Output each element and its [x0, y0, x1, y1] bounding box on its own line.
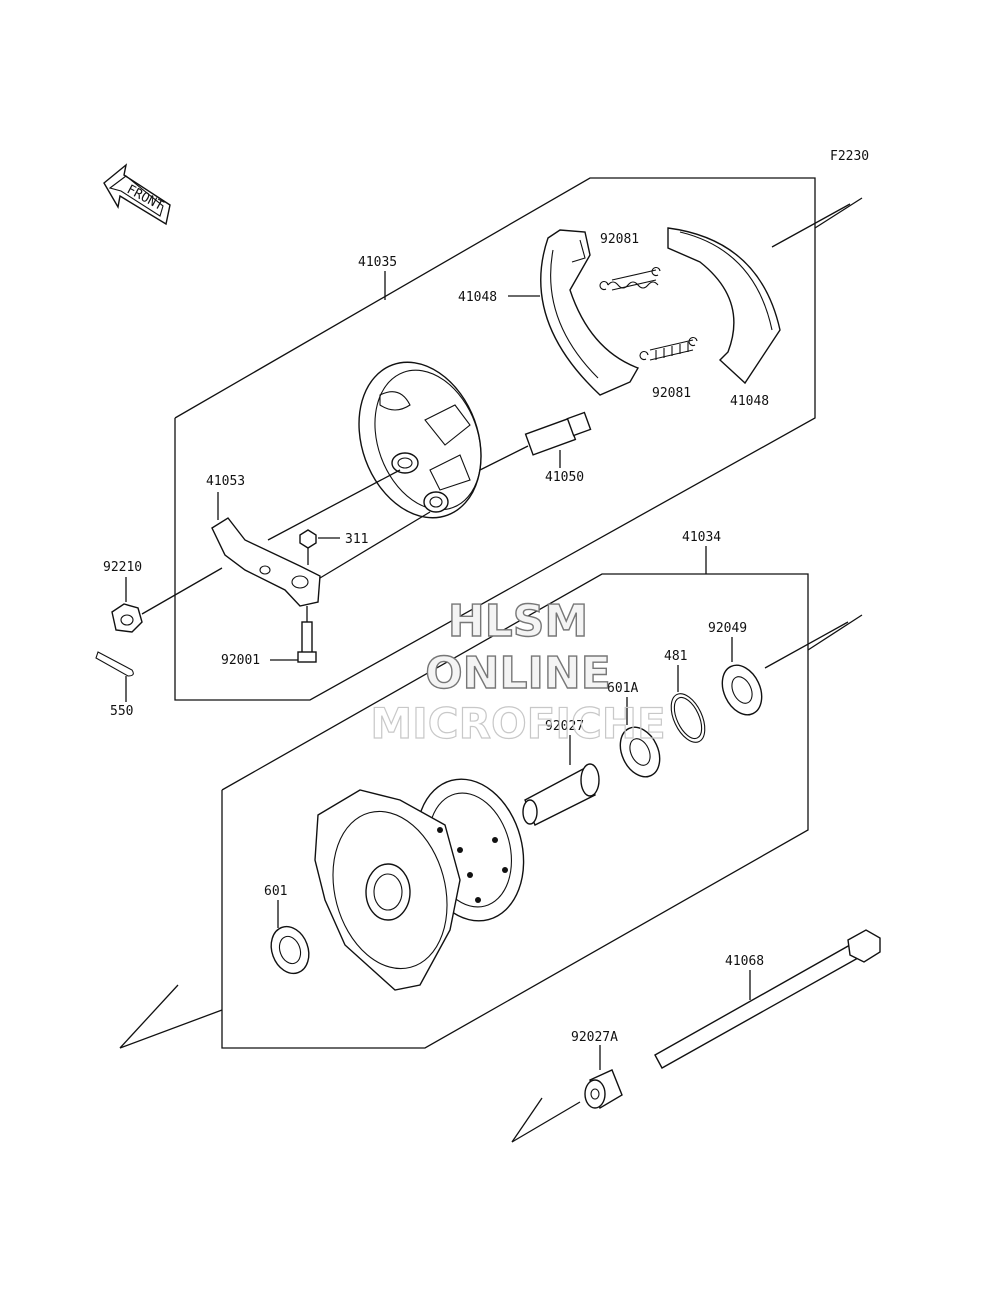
collar-92027 — [522, 735, 600, 826]
label-41048-left: 41048 — [458, 290, 497, 305]
label-41068: 41068 — [725, 954, 764, 969]
label-601: 601 — [264, 884, 287, 899]
label-41050: 41050 — [545, 470, 584, 485]
label-92027A: 92027A — [571, 1030, 618, 1045]
label-92049: 92049 — [708, 621, 747, 636]
figure-code: F2230 — [830, 149, 869, 164]
brake-shoe-right — [667, 227, 781, 385]
label-550: 550 — [110, 704, 133, 719]
label-41034: 41034 — [682, 530, 721, 545]
front-arrow-icon: FRONT — [103, 163, 171, 226]
brake-panel-assembly-outline — [174, 177, 863, 701]
label-601A: 601A — [607, 681, 638, 696]
spring-upper — [599, 267, 661, 291]
wheel-hub — [314, 778, 525, 991]
watermark-line3: MICROFICHE — [370, 699, 665, 748]
brake-arm — [211, 469, 431, 607]
brake-panel — [358, 361, 482, 519]
label-92027: 92027 — [545, 719, 584, 734]
spring-lower — [639, 337, 698, 361]
label-41035: 41035 — [358, 255, 397, 270]
bearing-601 — [270, 900, 310, 975]
label-92081-lower: 92081 — [652, 386, 691, 401]
brake-cam — [479, 411, 592, 471]
label-41048-right: 41048 — [730, 394, 769, 409]
circlip-481 — [670, 665, 706, 743]
hub-assembly-outline — [119, 546, 863, 1049]
nut-92210 — [111, 567, 223, 633]
label-311: 311 — [345, 532, 368, 547]
label-92001: 92001 — [221, 653, 260, 668]
label-92081-upper: 92081 — [600, 232, 639, 247]
nut-311 — [299, 529, 340, 565]
watermark-line2: ONLINE — [425, 648, 611, 699]
axle-41068 — [654, 929, 881, 1069]
cotter-pin-550 — [95, 651, 134, 702]
bearing-601A — [619, 697, 661, 778]
bolt-92001 — [297, 606, 317, 663]
watermark: HLSM ONLINE MICROFICHE — [370, 595, 666, 748]
oil-seal-92049 — [721, 637, 763, 716]
collar-92027A — [511, 1045, 623, 1143]
brake-shoe-left — [540, 229, 640, 396]
watermark-line1: HLSM — [448, 596, 588, 647]
label-481: 481 — [664, 649, 687, 664]
label-92210: 92210 — [103, 560, 142, 575]
label-41053: 41053 — [206, 474, 245, 489]
